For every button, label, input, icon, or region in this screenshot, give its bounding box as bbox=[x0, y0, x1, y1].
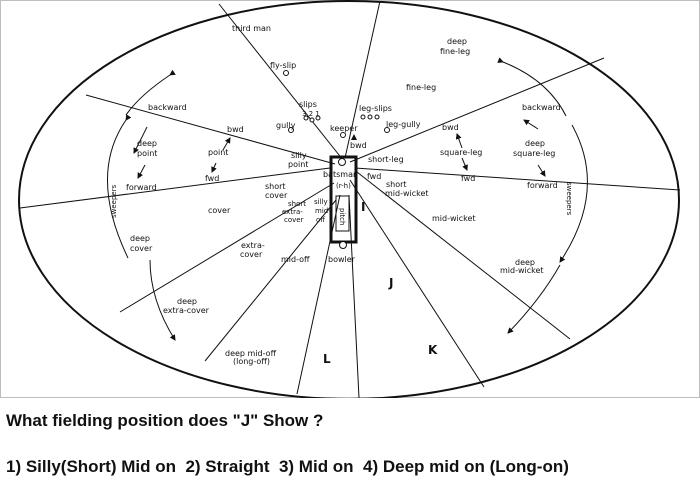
field-boundary bbox=[18, 0, 680, 398]
fielder-markers bbox=[283, 70, 390, 249]
label-short-leg: short-leg bbox=[368, 155, 404, 164]
label-short-cover-2: cover bbox=[265, 191, 288, 200]
letter-markers: I J K L bbox=[323, 200, 438, 366]
label-fwd-right: fwd bbox=[461, 174, 475, 183]
label-fwd-centre: fwd bbox=[367, 172, 381, 181]
label-deep-mid-wicket: deep bbox=[515, 258, 535, 267]
label-rh: (r-h) bbox=[336, 182, 351, 190]
label-deep-mid-wicket-2: mid-wicket bbox=[500, 266, 544, 275]
label-leg-slips: leg-slips bbox=[359, 104, 392, 113]
label-leg-gully: leg-gully bbox=[386, 120, 421, 129]
sector-lines bbox=[19, 0, 681, 398]
label-short-extra-cover: short bbox=[288, 200, 306, 208]
label-fly-slip: fly-slip bbox=[270, 61, 296, 70]
label-sweepers-right: sweepers bbox=[565, 182, 573, 216]
marker-i: I bbox=[361, 200, 365, 214]
option-1[interactable]: 1) Silly(Short) Mid on bbox=[6, 457, 176, 476]
label-deep-point-2: point bbox=[137, 149, 157, 158]
label-bowler: bowler bbox=[328, 255, 356, 264]
label-pitch: pitch bbox=[338, 208, 346, 225]
option-4[interactable]: 4) Deep mid on (Long-on) bbox=[363, 457, 569, 476]
label-deep-extra-cover-2: extra-cover bbox=[163, 306, 210, 315]
label-bwd-left: bwd bbox=[227, 125, 244, 134]
label-cover: cover bbox=[208, 206, 231, 215]
marker-j: J bbox=[388, 276, 393, 290]
label-short-mid-wicket-2: mid-wicket bbox=[385, 189, 429, 198]
question-text: What fielding position does "J" Show ? bbox=[6, 411, 324, 430]
label-fwd-left: fwd bbox=[205, 174, 219, 183]
label-extra-cover-2: cover bbox=[240, 250, 263, 259]
label-fine-leg: fine-leg bbox=[406, 83, 436, 92]
label-slips: slips bbox=[299, 100, 317, 109]
movement-arrows bbox=[133, 119, 546, 179]
label-short-extra-cover-3: cover bbox=[284, 216, 304, 224]
label-forward-left: forward bbox=[126, 183, 157, 192]
label-silly-point: silly bbox=[291, 151, 307, 160]
label-deep-square-leg: deep bbox=[525, 139, 545, 148]
label-deep-fine-leg-2: fine-leg bbox=[440, 47, 470, 56]
option-2[interactable]: 2) Straight bbox=[185, 457, 270, 476]
label-third-man: third man bbox=[232, 24, 271, 33]
label-bwd-right: bwd bbox=[442, 123, 459, 132]
label-backward-right: backward bbox=[522, 103, 561, 112]
sweeper-arcs bbox=[107, 57, 588, 341]
label-silly-mid-off: silly bbox=[314, 198, 328, 206]
label-sweepers-left: sweepers bbox=[110, 184, 118, 218]
label-bwd-centre: bwd bbox=[350, 141, 367, 150]
position-labels: third man deep fine-leg fly-slip fine-le… bbox=[110, 24, 573, 366]
label-deep-cover: deep bbox=[130, 234, 150, 243]
label-deep-point: deep bbox=[137, 139, 157, 148]
label-deep-square-leg-2: square-leg bbox=[513, 149, 555, 158]
label-batsman: batsman bbox=[323, 170, 358, 179]
fielding-positions-diagram: third man deep fine-leg fly-slip fine-le… bbox=[0, 0, 700, 398]
label-deep-extra-cover: deep bbox=[177, 297, 197, 306]
label-short-mid-wicket: short bbox=[386, 180, 407, 189]
label-slip-numbers: 3 2 1 bbox=[302, 110, 320, 118]
label-backward-left: backward bbox=[148, 103, 187, 112]
label-keeper: keeper bbox=[330, 124, 358, 133]
label-deep-mid-off-2: (long-off) bbox=[233, 357, 270, 366]
marker-k: K bbox=[428, 343, 438, 357]
label-silly-mid-off-2: mid- bbox=[315, 207, 331, 215]
label-mid-off: mid-off bbox=[281, 255, 310, 264]
label-deep-cover-2: cover bbox=[130, 244, 153, 253]
label-mid-wicket: mid-wicket bbox=[432, 214, 476, 223]
label-forward-right: forward bbox=[527, 181, 558, 190]
marker-l: L bbox=[323, 352, 331, 366]
label-deep-mid-off: deep mid-off bbox=[225, 349, 277, 358]
diagram-frame bbox=[0, 0, 700, 398]
label-gully: gully bbox=[276, 121, 296, 130]
label-short-extra-cover-2: extra- bbox=[282, 208, 303, 216]
option-3[interactable]: 3) Mid on bbox=[278, 457, 354, 476]
label-point: point bbox=[208, 148, 228, 157]
label-silly-point-2: point bbox=[288, 160, 308, 169]
pitch-inner bbox=[335, 195, 350, 232]
answer-options: 1) Silly(Short) Mid on 2) Straight 3) Mi… bbox=[6, 457, 569, 477]
label-square-leg: square-leg bbox=[440, 148, 482, 157]
label-short-cover: short bbox=[265, 182, 286, 191]
label-extra-cover: extra- bbox=[241, 241, 265, 250]
label-silly-mid-off-3: off bbox=[316, 216, 325, 224]
label-deep-fine-leg: deep bbox=[447, 37, 467, 46]
